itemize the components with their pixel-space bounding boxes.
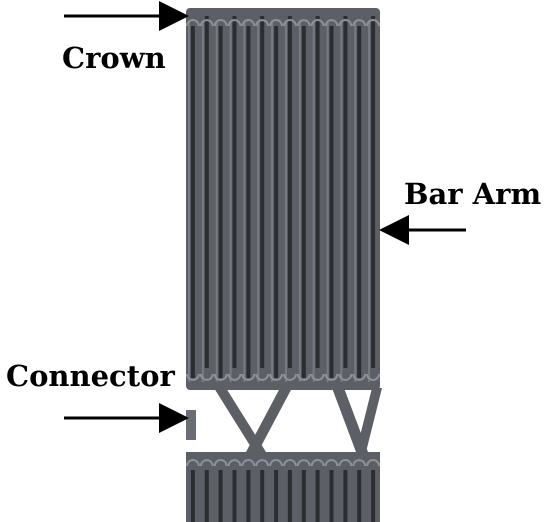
crown (352, 19, 367, 27)
crown (269, 459, 283, 467)
bar-arm (354, 22, 357, 382)
crown (324, 19, 339, 27)
crown (255, 459, 270, 467)
bar-arm (312, 22, 315, 382)
crown (296, 373, 311, 381)
crown (227, 373, 242, 381)
crown (199, 459, 214, 467)
bar-arm-gap (274, 470, 279, 522)
bar-arm-gap (190, 26, 195, 378)
crown (310, 19, 325, 27)
crown (186, 459, 200, 467)
bar-arm-gap (371, 16, 376, 368)
bar-arm-gap (343, 16, 348, 368)
bar-arm (298, 22, 301, 382)
bar-arm-gap (287, 16, 292, 368)
crown-row (186, 19, 380, 381)
crown (227, 459, 242, 467)
crown (366, 459, 380, 467)
crown (199, 373, 214, 381)
bar-arm-gap (260, 16, 265, 368)
bar-arm (188, 22, 190, 382)
bar-arm-gap (232, 16, 237, 368)
bar-arm-gap (343, 470, 348, 522)
crown (352, 373, 367, 381)
crown (283, 459, 297, 467)
bar-arm (368, 22, 371, 382)
bar-arm (257, 22, 260, 382)
bar-arm-gap (315, 470, 320, 522)
crown (366, 19, 380, 27)
bar-arm (326, 22, 329, 382)
crown (213, 459, 228, 467)
bar-arm-gap (357, 470, 362, 522)
lower-stent-ring (186, 452, 380, 522)
crown (213, 373, 228, 381)
connector-region (186, 388, 382, 452)
bar-arm-gap (329, 470, 334, 522)
bar-arm (271, 22, 274, 382)
lower-crown-row (186, 459, 380, 522)
crown (366, 373, 380, 381)
crown (338, 373, 353, 381)
connector-strut-v1 (246, 388, 292, 452)
connector-stub (186, 410, 196, 440)
crown (296, 19, 311, 27)
connector-label: Connector (6, 359, 175, 393)
bar-arm-gap (204, 16, 209, 368)
crown-label: Crown (62, 41, 166, 75)
bar-arm-gap (371, 470, 376, 522)
bar-arm-gap (329, 26, 334, 378)
crown (186, 373, 200, 381)
crown (324, 459, 339, 467)
bar-arm-gap (232, 470, 237, 522)
crown (324, 373, 339, 381)
crown (310, 373, 325, 381)
bar-arm-gaps (188, 16, 376, 382)
bar-arm-gap (260, 470, 265, 522)
crown (241, 459, 256, 467)
crown (199, 19, 214, 27)
bar-arm-gap (274, 26, 279, 378)
crown (227, 19, 242, 27)
bar-arm (229, 22, 232, 382)
bar-arm-gap (301, 470, 306, 522)
bar-arm-gap (357, 26, 362, 378)
bar-arm-gap (246, 26, 251, 378)
upper-stent-ring (186, 8, 380, 390)
bar-arm-gap (218, 26, 223, 378)
crown (241, 373, 256, 381)
bar-arm-gap (218, 470, 223, 522)
bar-arm-gap (246, 470, 251, 522)
connector-strut-v2 (332, 388, 368, 452)
connector-strut-left (214, 388, 266, 452)
crown (352, 459, 367, 467)
crown (283, 373, 297, 381)
bar-arm-gap (315, 16, 320, 368)
bar-arm (201, 22, 204, 382)
crown (283, 19, 297, 27)
crown (338, 459, 353, 467)
crown (269, 19, 283, 27)
bar-arm (243, 22, 246, 382)
bar-arm (340, 22, 343, 382)
connector-strut-right (356, 388, 382, 452)
bar-arm-gap (190, 470, 195, 522)
bar-arm-label: Bar Arm (404, 177, 542, 211)
crown (255, 373, 270, 381)
bar-arm-gap (301, 26, 306, 378)
bar-arm (215, 22, 218, 382)
bar-arm-gap (204, 470, 209, 522)
bar-arm (285, 22, 287, 382)
crown (338, 19, 353, 27)
crown (310, 459, 325, 467)
crown (213, 19, 228, 27)
crown (241, 19, 256, 27)
bar-arm-gap (287, 470, 292, 522)
crown (269, 373, 283, 381)
crown (296, 459, 311, 467)
crown (255, 19, 270, 27)
